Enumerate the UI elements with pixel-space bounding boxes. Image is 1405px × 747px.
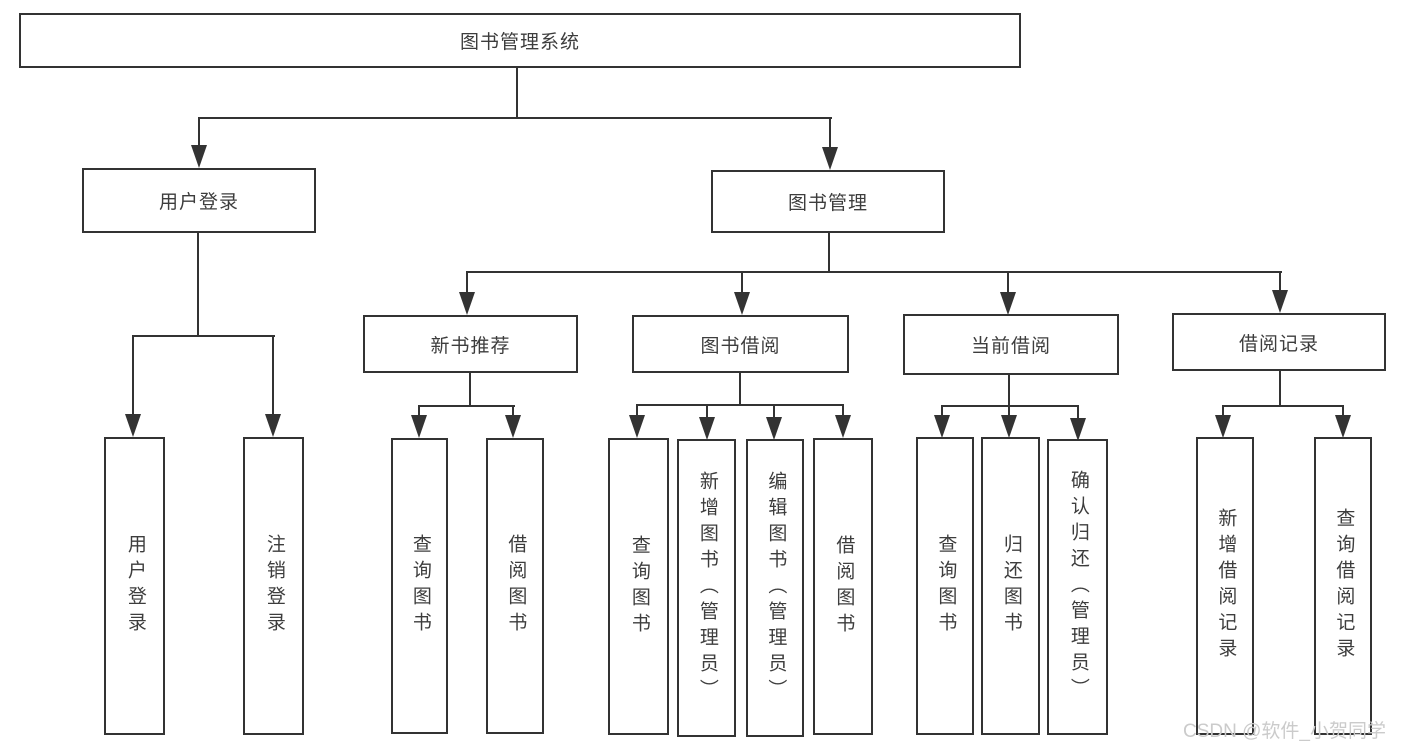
leaf-rec-query: 查询图书 bbox=[391, 438, 448, 734]
connector-line bbox=[1222, 405, 1224, 417]
leaf-rec-query-label: 查询图书 bbox=[409, 534, 431, 638]
connector-line bbox=[516, 68, 518, 118]
leaf-logout: 注销登录 bbox=[243, 437, 304, 735]
leaf-bb-borrow-label: 借阅图书 bbox=[833, 534, 855, 639]
arrow-down-icon bbox=[734, 292, 750, 315]
arrow-down-icon bbox=[766, 417, 782, 440]
connector-line bbox=[1279, 271, 1281, 293]
connector-line bbox=[1279, 371, 1281, 407]
connector-line bbox=[466, 271, 468, 295]
connector-line bbox=[773, 404, 775, 417]
arrow-down-icon bbox=[1001, 415, 1017, 438]
connector-line bbox=[829, 117, 831, 149]
leaf-cb-query: 查询图书 bbox=[916, 437, 974, 735]
connector-line bbox=[1007, 271, 1009, 295]
connector-line bbox=[636, 404, 638, 417]
connector-line bbox=[1222, 405, 1344, 407]
connector-line bbox=[636, 404, 844, 406]
arrow-down-icon bbox=[934, 415, 950, 438]
csdn-watermark: CSDN @软件_小贺同学 bbox=[1183, 721, 1386, 742]
connector-line bbox=[941, 405, 943, 417]
leaf-cb-confirm: 确认归还（管理员） bbox=[1047, 439, 1108, 735]
arrow-down-icon bbox=[1000, 292, 1016, 315]
connector-line bbox=[197, 233, 199, 337]
connector-line bbox=[469, 373, 471, 407]
arrow-down-icon bbox=[191, 145, 207, 168]
arrow-down-icon bbox=[1272, 290, 1288, 313]
connector-line bbox=[706, 404, 708, 417]
node-user-login-label: 用户登录 bbox=[158, 192, 239, 213]
arrow-down-icon bbox=[1215, 415, 1231, 438]
connector-line bbox=[198, 117, 832, 119]
node-book-borrow-label: 图书借阅 bbox=[700, 335, 781, 357]
connector-line bbox=[1077, 405, 1079, 419]
leaf-br-query: 查询借阅记录 bbox=[1314, 437, 1372, 735]
node-current-borrow-label: 当前借阅 bbox=[970, 336, 1051, 357]
arrow-down-icon bbox=[629, 415, 645, 438]
node-root: 图书管理系统 bbox=[19, 13, 1021, 68]
connector-line bbox=[739, 373, 741, 406]
connector-line bbox=[418, 405, 420, 417]
node-new-book-rec-label: 新书推荐 bbox=[430, 335, 511, 357]
leaf-cb-return: 归还图书 bbox=[981, 437, 1040, 735]
connector-line bbox=[941, 405, 1079, 407]
arrow-down-icon bbox=[835, 415, 851, 438]
arrow-down-icon bbox=[459, 292, 475, 315]
connector-line bbox=[132, 335, 134, 417]
leaf-logout-label: 注销登录 bbox=[263, 534, 285, 638]
arrow-down-icon bbox=[505, 415, 521, 438]
leaf-br-add: 新增借阅记录 bbox=[1196, 437, 1254, 735]
node-borrow-record-label: 借阅记录 bbox=[1238, 333, 1319, 355]
connector-line bbox=[132, 335, 275, 337]
arrow-down-icon bbox=[1335, 415, 1351, 438]
node-borrow-record: 借阅记录 bbox=[1172, 313, 1386, 371]
leaf-bb-query: 查询图书 bbox=[608, 438, 669, 735]
leaf-user-login: 用户登录 bbox=[104, 437, 165, 735]
connector-line bbox=[272, 335, 274, 417]
connector-line bbox=[741, 271, 743, 295]
leaf-cb-query-label: 查询图书 bbox=[935, 534, 957, 638]
connector-line bbox=[198, 117, 200, 147]
leaf-bb-edit: 编辑图书（管理员） bbox=[746, 439, 804, 737]
connector-line bbox=[1008, 374, 1010, 406]
leaf-cb-confirm-label: 确认归还（管理员） bbox=[1067, 470, 1089, 704]
node-user-login: 用户登录 bbox=[82, 168, 316, 233]
leaf-bb-edit-label: 编辑图书（管理员） bbox=[765, 471, 787, 705]
leaf-cb-return-label: 归还图书 bbox=[1000, 534, 1022, 638]
connector-line bbox=[842, 404, 844, 417]
node-book-mgmt-label: 图书管理 bbox=[787, 193, 868, 214]
leaf-br-add-label: 新增借阅记录 bbox=[1215, 508, 1237, 664]
arrow-down-icon bbox=[822, 147, 838, 170]
node-new-book-rec: 新书推荐 bbox=[363, 315, 578, 373]
connector-line bbox=[1342, 405, 1344, 417]
node-current-borrow: 当前借阅 bbox=[903, 314, 1119, 375]
node-book-mgmt: 图书管理 bbox=[711, 170, 945, 233]
connector-line bbox=[418, 405, 515, 407]
leaf-bb-query-label: 查询图书 bbox=[628, 534, 650, 639]
leaf-user-login-label: 用户登录 bbox=[124, 534, 146, 638]
connector-line bbox=[828, 233, 830, 272]
arrow-down-icon bbox=[265, 414, 281, 437]
connector-line bbox=[1008, 405, 1010, 417]
node-book-borrow: 图书借阅 bbox=[632, 315, 849, 373]
leaf-rec-borrow: 借阅图书 bbox=[486, 438, 544, 734]
arrow-down-icon bbox=[125, 414, 141, 437]
leaf-bb-add-label: 新增图书（管理员） bbox=[696, 471, 718, 705]
leaf-bb-add: 新增图书（管理员） bbox=[677, 439, 736, 737]
node-root-label: 图书管理系统 bbox=[459, 32, 580, 53]
connector-line bbox=[512, 405, 514, 417]
leaf-br-query-label: 查询借阅记录 bbox=[1333, 508, 1355, 664]
arrow-down-icon bbox=[699, 417, 715, 440]
leaf-rec-borrow-label: 借阅图书 bbox=[505, 534, 527, 638]
arrow-down-icon bbox=[1070, 418, 1086, 441]
leaf-bb-borrow: 借阅图书 bbox=[813, 438, 873, 735]
connector-line bbox=[466, 271, 1282, 273]
arrow-down-icon bbox=[411, 415, 427, 438]
